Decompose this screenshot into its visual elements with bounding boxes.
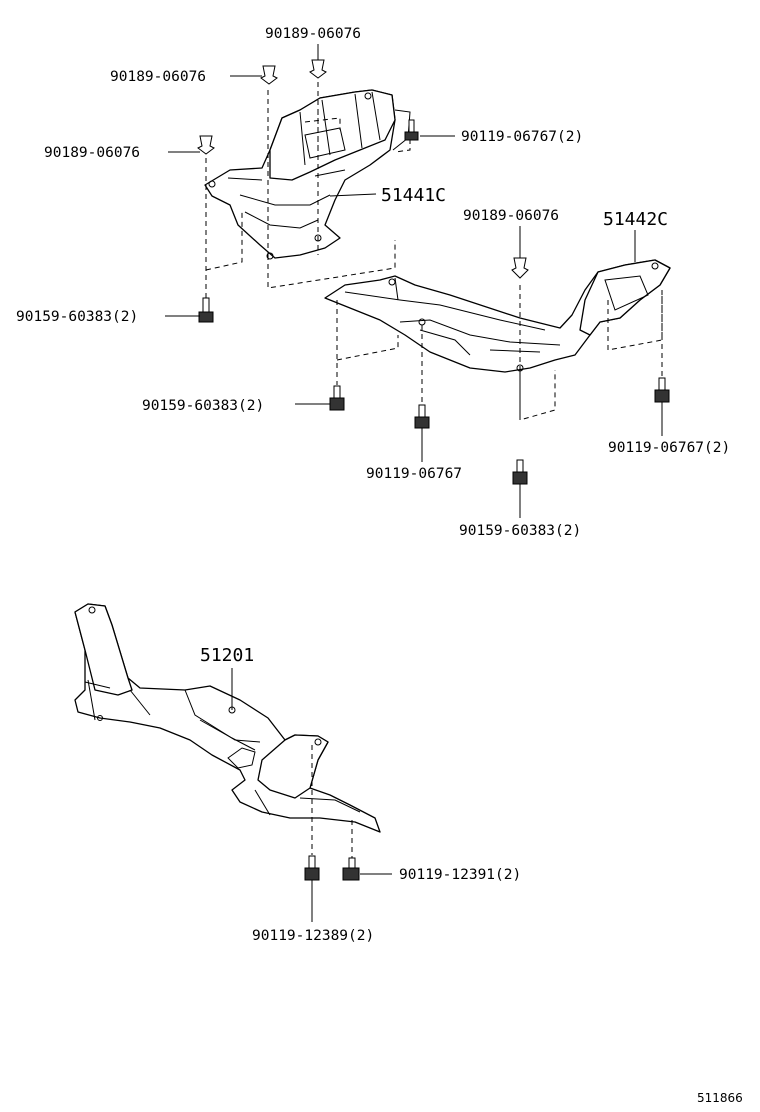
alignment-lines (205, 82, 663, 858)
label-bolt-center-mid: 90159-60383(2) (142, 398, 264, 414)
label-bolt-frame-bottom: 90119-12389(2) (252, 928, 374, 944)
front-suspension-crossmember-51201[interactable] (74, 603, 381, 833)
part-labels: 90189-06076 90189-06076 90189-06076 9011… (16, 26, 743, 1105)
engine-under-cover-51441c[interactable] (204, 89, 411, 260)
label-part-51201: 51201 (200, 645, 254, 666)
push-clip-icon[interactable] (197, 59, 529, 279)
diagram-number: 511866 (697, 1091, 743, 1105)
label-left-clip-2: 90189-06076 (44, 145, 140, 161)
engine-under-cover-51442c[interactable] (324, 259, 671, 373)
label-top-clip-1: 90189-06076 (265, 26, 361, 42)
label-part-51441c: 51441C (381, 185, 446, 206)
label-part-51442c: 51442C (603, 209, 668, 230)
label-bolt-frame-right: 90119-12391(2) (399, 867, 521, 883)
leader-lines (165, 44, 663, 922)
label-bolt-right-top: 90119-06767(2) (461, 129, 583, 145)
label-bolt-left-mid: 90159-60383(2) (16, 309, 138, 325)
label-bolt-bottom-mid: 90159-60383(2) (459, 523, 581, 539)
label-clip-mid: 90189-06076 (463, 208, 559, 224)
label-left-clip-1: 90189-06076 (110, 69, 206, 85)
tapping-screw-icon[interactable] (342, 119, 419, 881)
label-bolt-right-mid: 90119-06767(2) (608, 440, 730, 456)
flange-bolt-icon[interactable] (198, 297, 670, 881)
label-bolt-center-low: 90119-06767 (366, 466, 462, 482)
